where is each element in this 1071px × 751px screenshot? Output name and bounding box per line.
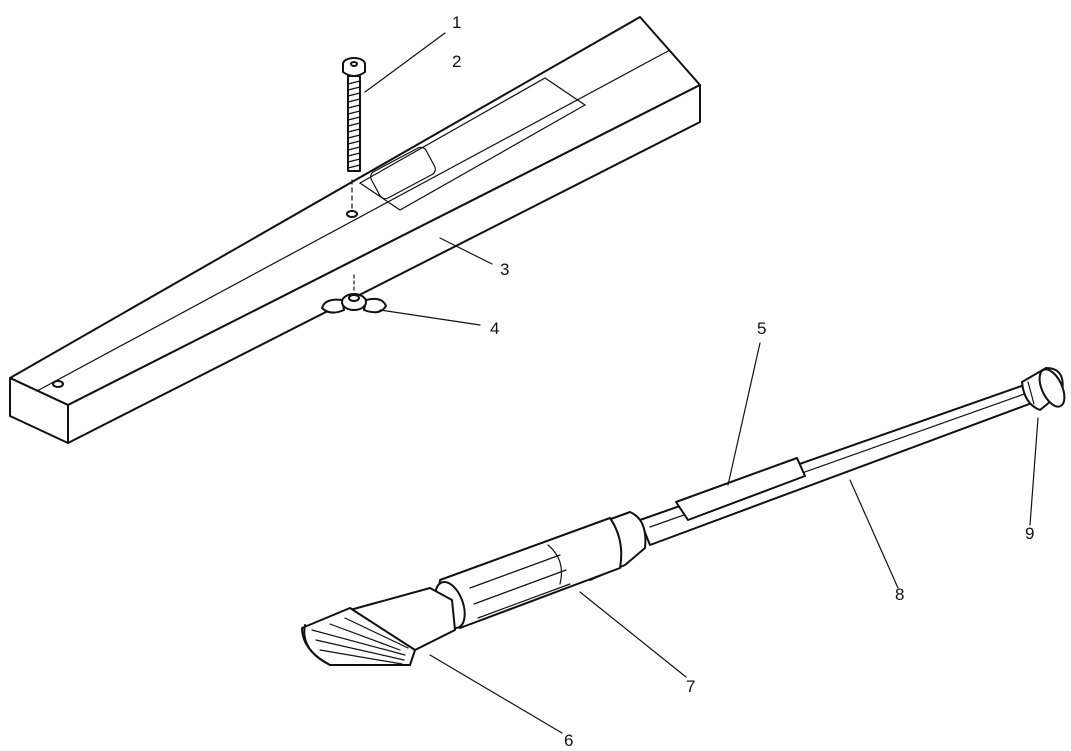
wooden-bar xyxy=(9,16,701,444)
wing-nut xyxy=(321,274,387,314)
callout-8: 8 xyxy=(895,585,904,604)
label-window xyxy=(370,146,436,200)
callout-4: 4 xyxy=(490,319,499,338)
callout-9: 9 xyxy=(1025,524,1034,543)
leader-3 xyxy=(439,237,493,265)
extension-pole xyxy=(639,367,1066,546)
leader-4 xyxy=(379,309,481,326)
callout-5: 5 xyxy=(757,319,766,338)
leader-7 xyxy=(579,591,687,678)
callout-7: 7 xyxy=(686,677,695,696)
leader-lines xyxy=(364,32,1039,734)
leader-8 xyxy=(849,479,899,589)
leader-9 xyxy=(1029,417,1039,526)
callout-2: 2 xyxy=(452,52,461,71)
leader-5 xyxy=(727,342,761,486)
callout-6: 6 xyxy=(564,731,573,750)
bolt-hole xyxy=(346,210,358,218)
callout-3: 3 xyxy=(500,260,509,279)
pole-label xyxy=(675,457,806,521)
end-hole xyxy=(52,380,64,388)
callout-1: 1 xyxy=(452,13,461,32)
handle-adapter xyxy=(434,511,647,629)
paint-brush xyxy=(301,587,456,666)
bolt xyxy=(342,57,366,172)
leader-1 xyxy=(364,32,446,93)
label-area xyxy=(358,77,587,211)
callouts: 1 2 3 4 5 6 7 8 9 xyxy=(452,13,1034,750)
leader-6 xyxy=(429,654,563,734)
